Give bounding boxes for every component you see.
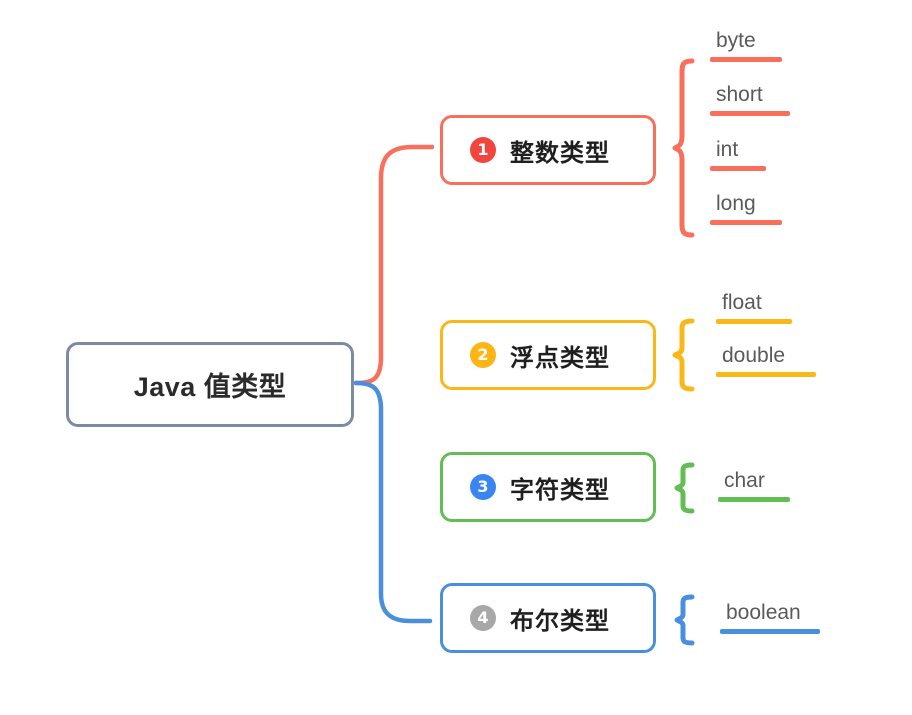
leaf-underline-long [710,220,782,225]
leaf-item-boolean[interactable]: boolean [720,601,820,634]
brace-branch-1 [672,58,695,238]
branch-node-1[interactable]: 1 整数类型 [440,115,656,185]
leaf-underline-boolean [720,629,820,634]
branch-1-number-badge: 1 [470,137,496,163]
branch-1-label: 整数类型 [510,139,610,167]
branch-node-2[interactable]: 2 浮点类型 [440,320,656,390]
connector-root-to-branch-1 [353,144,435,386]
root-node-label: Java 值类型 [133,372,287,402]
branch-node-3[interactable]: 3 字符类型 [440,452,656,522]
leaf-label-long: long [716,192,756,215]
branch-2-label: 浮点类型 [510,344,610,372]
branch-3-label: 字符类型 [510,476,610,504]
leaf-underline-float [716,319,792,324]
leaf-item-float[interactable]: float [716,291,792,324]
branch-4-label: 布尔类型 [510,607,610,635]
leaf-label-byte: byte [716,29,756,52]
leaf-label-short: short [716,83,763,106]
leaf-underline-double [716,372,816,377]
leaf-item-short[interactable]: short [710,83,790,116]
branch-node-4[interactable]: 4 布尔类型 [440,583,656,653]
leaf-item-long[interactable]: long [710,192,782,225]
brace-branch-4 [674,594,695,646]
leaf-item-int[interactable]: int [710,138,766,171]
leaf-item-char[interactable]: char [718,469,790,502]
leaf-underline-int [710,166,766,171]
leaf-underline-byte [710,57,782,62]
leaf-label-char: char [724,469,765,492]
branch-3-number-badge: 3 [470,474,496,500]
leaf-underline-char [718,497,790,502]
leaf-label-float: float [722,291,762,314]
branch-2-number-badge: 2 [470,342,496,368]
brace-branch-2 [672,318,695,392]
leaf-underline-short [710,111,790,116]
leaf-label-int: int [716,138,739,161]
leaf-item-double[interactable]: double [716,344,816,377]
root-node[interactable]: Java 值类型 [66,342,354,427]
branch-4-number-badge: 4 [470,605,496,631]
connector-root-to-branch-4 [353,380,433,624]
leaf-label-boolean: boolean [726,601,801,624]
leaf-label-double: double [722,344,786,367]
brace-branch-3 [674,462,695,514]
leaf-item-byte[interactable]: byte [710,29,782,62]
